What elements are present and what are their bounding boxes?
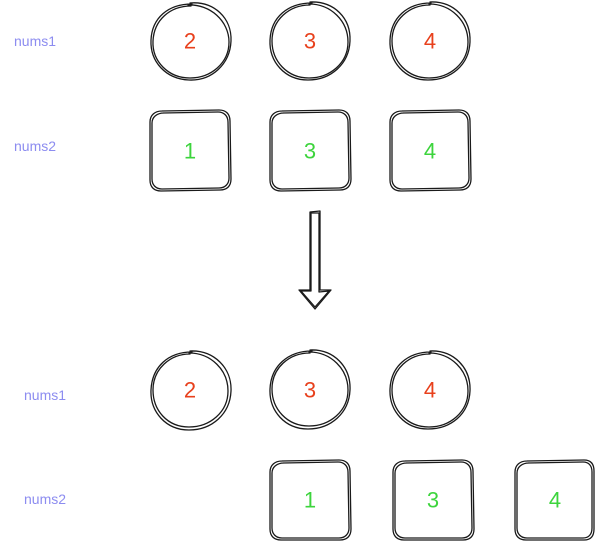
circle-icon bbox=[269, 349, 351, 430]
after-nums1-cell-1: 2 bbox=[150, 350, 232, 431]
arrow-down-icon bbox=[298, 210, 332, 310]
before-nums1-label: nums1 bbox=[14, 33, 56, 49]
after-nums2-cell-1: 1 bbox=[269, 459, 352, 541]
after-nums1-value-1: 2 bbox=[184, 378, 196, 403]
circle-icon bbox=[269, 1, 351, 81]
after-nums2-row: nums2 1 3 4 bbox=[24, 459, 595, 541]
after-nums1-row: nums1 2 3 4 bbox=[24, 349, 471, 431]
before-nums1-row: nums1 2 3 4 bbox=[14, 1, 471, 81]
before-nums1-cell-2: 3 bbox=[269, 1, 351, 81]
circle-icon bbox=[150, 2, 232, 81]
before-nums1-value-3: 4 bbox=[424, 29, 436, 54]
after-nums1-value-2: 3 bbox=[304, 378, 316, 403]
after-nums2-value-2: 3 bbox=[427, 488, 439, 513]
before-nums2-value-1: 1 bbox=[184, 139, 196, 164]
circle-icon bbox=[389, 350, 471, 430]
after-nums2-cell-2: 3 bbox=[392, 459, 475, 541]
after-nums1-cell-2: 3 bbox=[269, 349, 351, 430]
before-nums2-cell-3: 4 bbox=[389, 109, 472, 192]
rounded-square-icon bbox=[514, 459, 595, 541]
before-nums1-value-2: 3 bbox=[304, 29, 316, 54]
rounded-square-icon bbox=[389, 109, 472, 192]
after-nums2-value-3: 4 bbox=[549, 488, 561, 513]
rounded-square-icon bbox=[149, 109, 232, 192]
after-nums1-value-3: 4 bbox=[424, 378, 436, 403]
rounded-square-icon bbox=[269, 459, 352, 541]
rounded-square-icon bbox=[392, 459, 475, 541]
before-nums1-cell-3: 4 bbox=[389, 1, 471, 81]
rounded-square-icon bbox=[269, 109, 352, 192]
before-nums2-label: nums2 bbox=[14, 138, 56, 154]
before-nums1-value-1: 2 bbox=[184, 29, 196, 54]
after-nums1-cell-3: 4 bbox=[389, 350, 471, 430]
before-nums2-cell-1: 1 bbox=[149, 109, 232, 192]
circle-icon bbox=[389, 1, 471, 81]
circle-icon bbox=[150, 350, 232, 431]
before-nums2-cell-2: 3 bbox=[269, 109, 352, 192]
after-nums2-label: nums2 bbox=[24, 491, 66, 507]
before-nums2-row: nums2 1 3 4 bbox=[14, 109, 472, 192]
after-nums2-cell-3: 4 bbox=[514, 459, 595, 541]
before-nums1-cell-1: 2 bbox=[150, 2, 232, 81]
before-nums2-value-2: 3 bbox=[304, 139, 316, 164]
before-nums2-value-3: 4 bbox=[424, 139, 436, 164]
after-nums2-value-1: 1 bbox=[304, 488, 316, 513]
after-nums1-label: nums1 bbox=[24, 387, 66, 403]
